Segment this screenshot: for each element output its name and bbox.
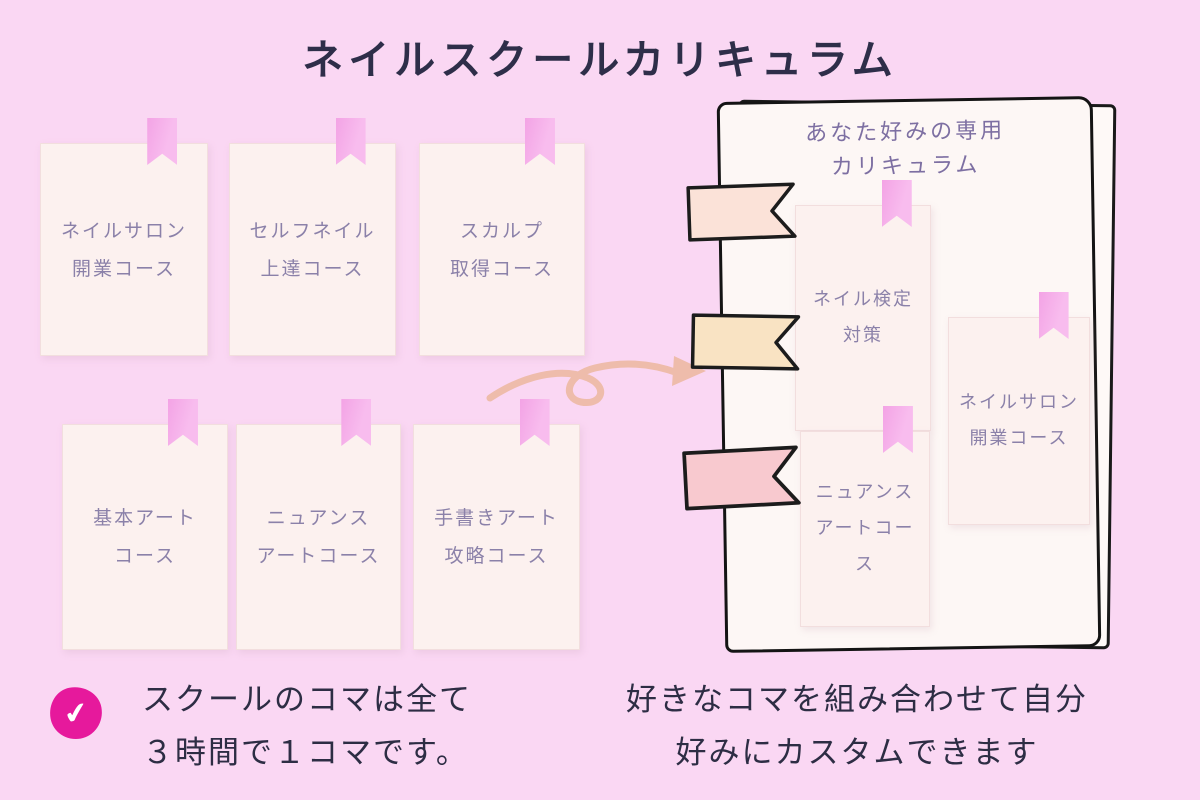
note-right: 好きなコマを組み合わせて自分 好みにカスタムできます	[626, 682, 1088, 772]
course-card-basic-art: 基本アート コース	[62, 399, 228, 650]
course-card-self-nail: セルフネイル 上達コース	[229, 118, 396, 356]
course-card-label: ネイルサロン 開業コース	[60, 219, 187, 280]
course-card-sculpt: スカルプ 取得コース	[419, 118, 585, 356]
swirl-arrow-icon	[486, 356, 706, 407]
flag-shape	[690, 313, 801, 371]
note-left: スクールのコマは全て ３時間で１コマです。	[142, 682, 472, 772]
flag-shape	[682, 445, 801, 511]
flag-tab-icon	[686, 182, 797, 242]
flag-shape	[686, 182, 797, 242]
notebook-card-label: ニュアンス アートコー ス	[815, 482, 915, 575]
course-card-handdrawn-art: 手書きアート 攻略コース	[413, 399, 580, 650]
course-card-label: スカルプ 取得コース	[449, 219, 555, 280]
flag-tab-icon	[690, 313, 801, 371]
bookmark-ribbon-icon	[1038, 292, 1069, 339]
notebook-card-kentei: ネイル検定 対策	[795, 180, 931, 431]
course-card-label: ニュアンス アートコース	[256, 507, 381, 567]
arrow-head	[672, 356, 706, 386]
notebook-card-salon-open: ネイルサロン 開業コース	[948, 292, 1090, 525]
course-card-label: 基本アート コース	[93, 507, 197, 567]
check-badge: ✔	[45, 682, 107, 744]
course-card-salon-open: ネイルサロン 開業コース	[40, 118, 208, 356]
bookmark-ribbon-icon	[882, 406, 913, 453]
bookmark-ribbon-icon	[524, 118, 555, 165]
bookmark-ribbon-icon	[147, 118, 178, 165]
notebook-card-nuance-art: ニュアンス アートコー ス	[800, 406, 930, 627]
course-card-label: 手書きアート 攻略コース	[434, 507, 559, 567]
bookmark-ribbon-icon	[167, 399, 198, 446]
arrow-shaft	[486, 360, 682, 407]
check-icon: ✔	[61, 694, 91, 732]
notebook-card-label: ネイルサロン 開業コース	[959, 392, 1079, 449]
bookmark-ribbon-icon	[341, 399, 372, 446]
bookmark-ribbon-icon	[335, 118, 366, 165]
course-card-label: セルフネイル 上達コース	[249, 219, 376, 280]
notebook-card-label: ネイル検定 対策	[813, 289, 913, 346]
bookmark-ribbon-icon	[881, 180, 912, 227]
page-title: ネイルスクールカリキュラム	[302, 36, 898, 84]
course-card-nuance-art: ニュアンス アートコース	[236, 399, 401, 650]
notebook-title: あなた好みの専用 カリキュラム	[804, 118, 1006, 181]
flag-tab-icon	[682, 445, 801, 511]
